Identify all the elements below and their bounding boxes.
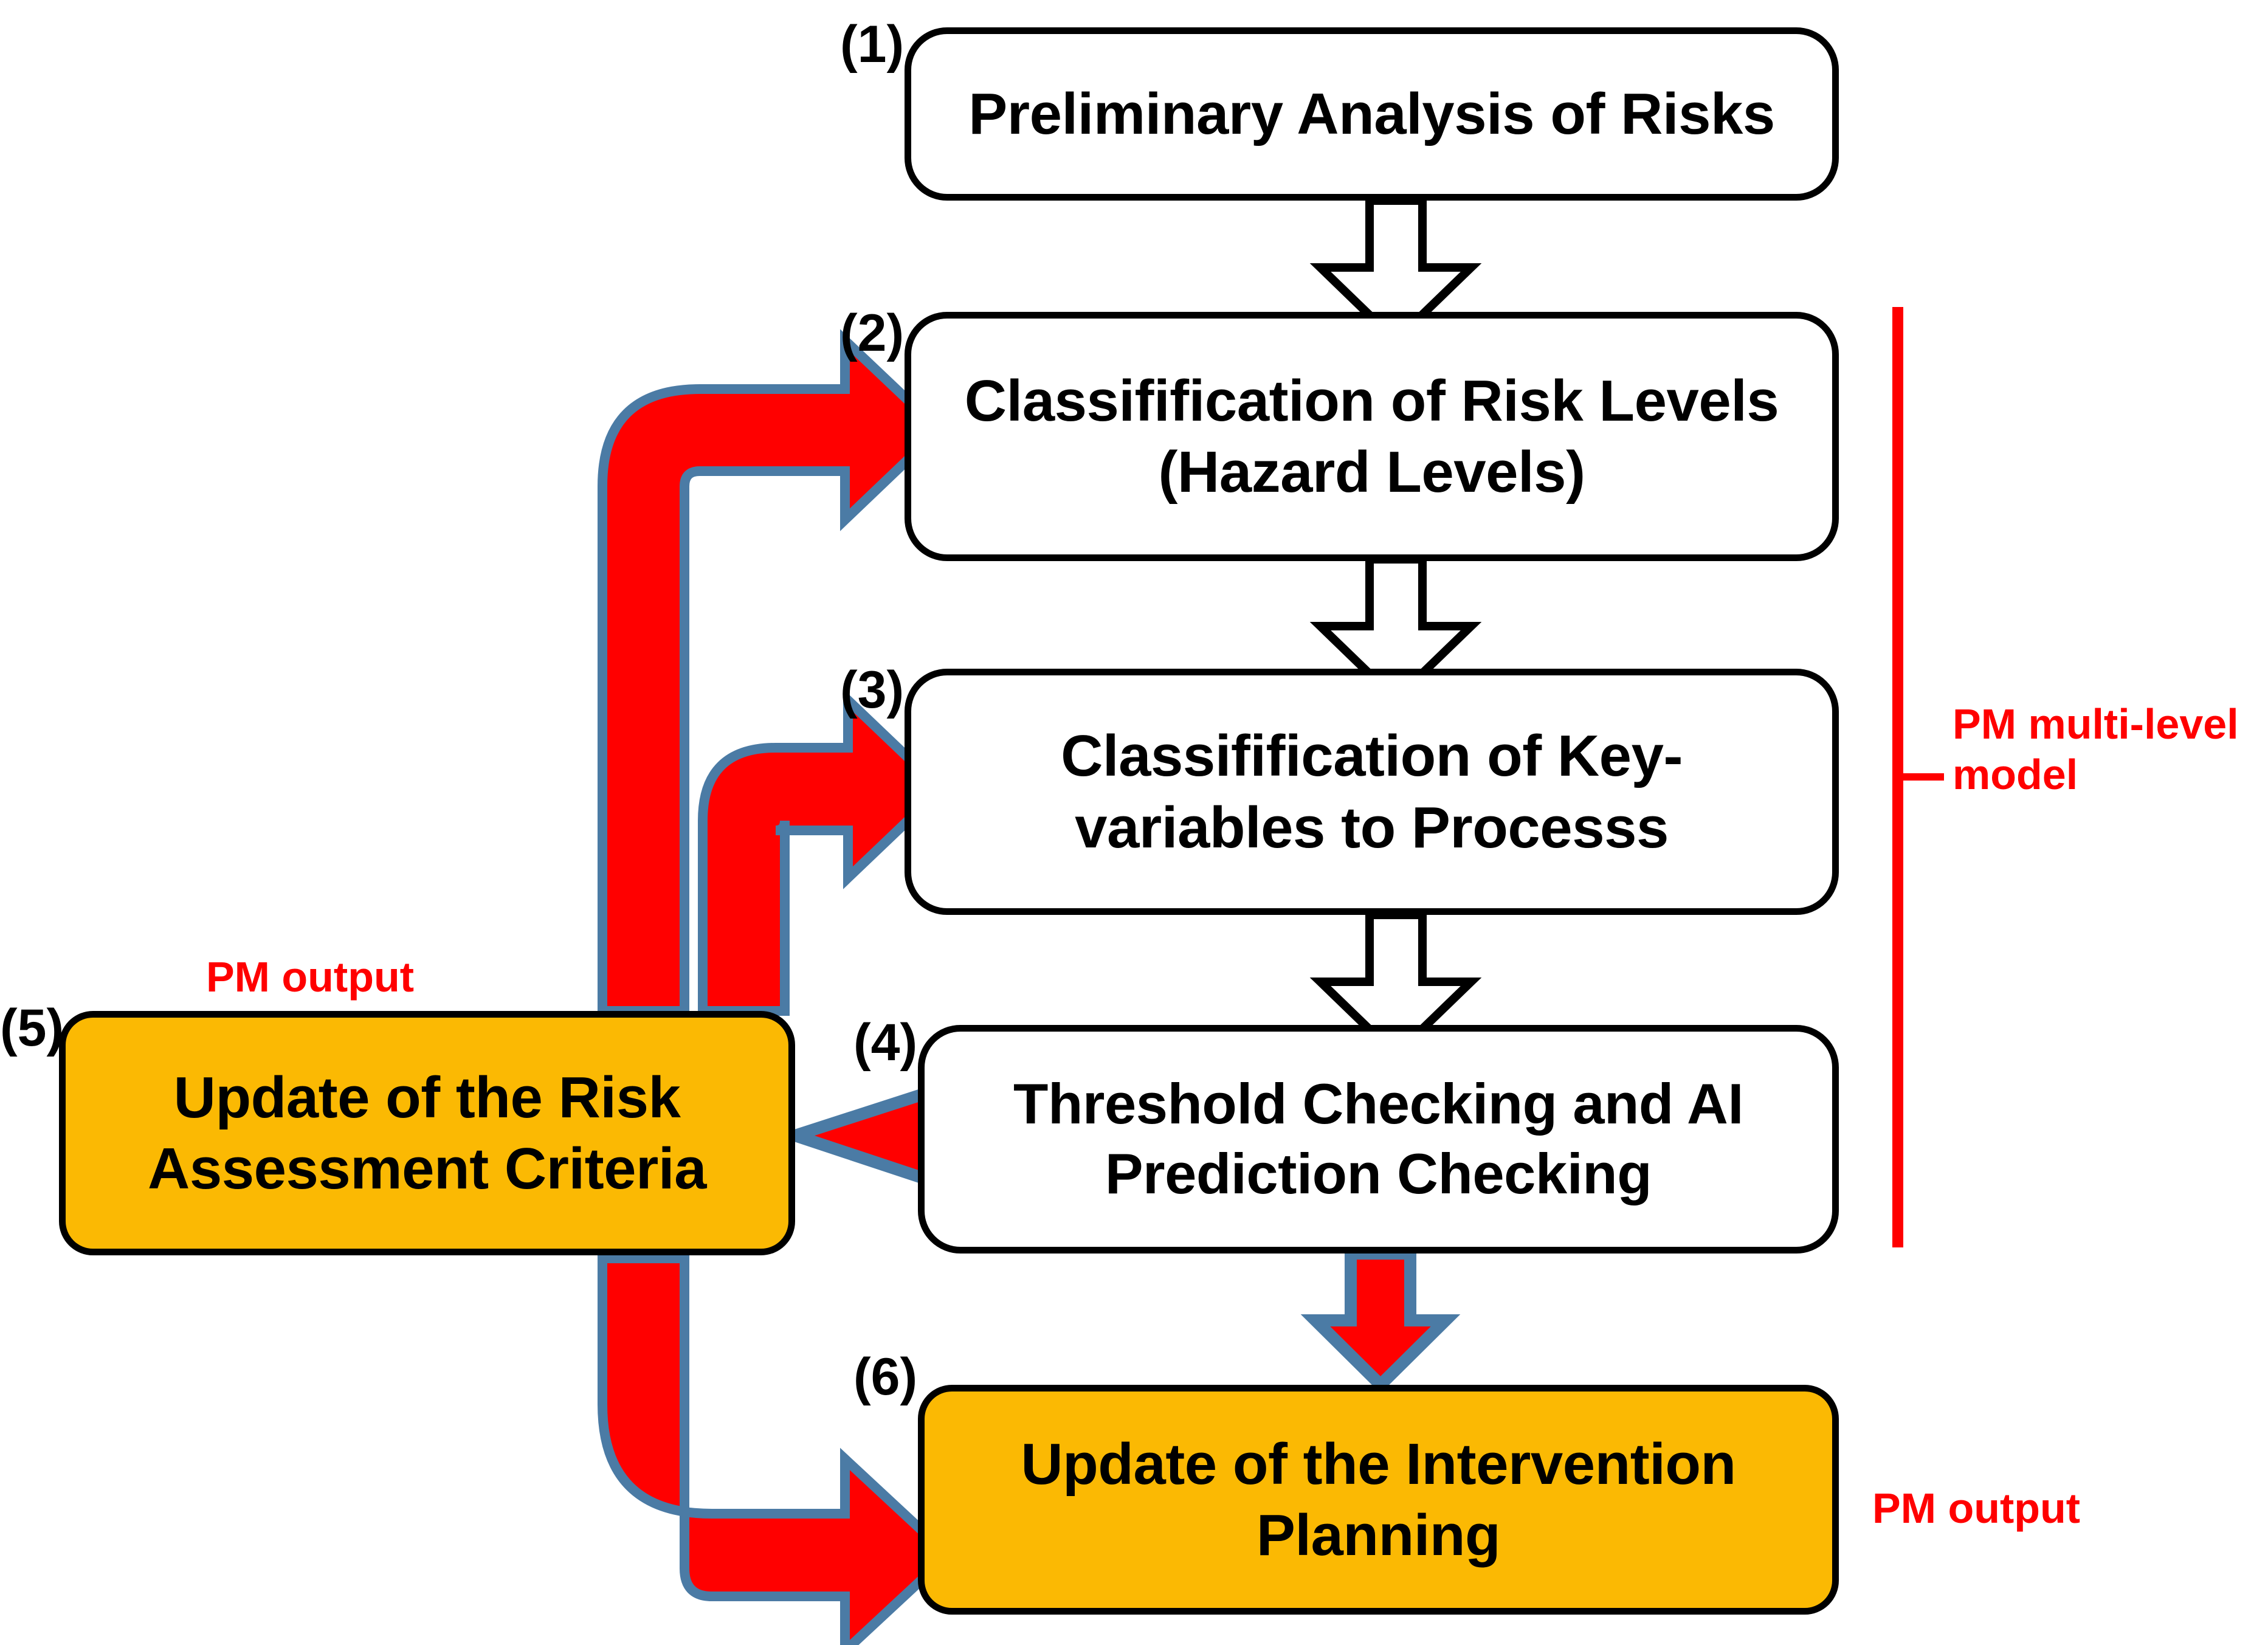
arrow-2-to-3 (1309, 555, 1482, 705)
node-number-3: (3) (840, 661, 905, 719)
node-classification-of-key-variables[interactable]: Classifification of Key- variables to Pr… (905, 669, 1839, 915)
node-number-2: (2) (840, 304, 905, 362)
annotation-pm-output-top: PM output (205, 953, 415, 1001)
node-3-label: Classifification of Key- variables to Pr… (1061, 723, 1683, 860)
node-number-1: (1) (840, 15, 905, 74)
node-number-6: (6) (853, 1348, 918, 1406)
annotation-pm-output-bottom: PM output (1872, 1485, 2081, 1532)
node-classification-of-risk-levels[interactable]: Classifification of Risk Levels (Hazard … (905, 312, 1839, 561)
annotation-pm-multi-level-model: PM multi-level model (1953, 700, 2239, 798)
arrow-5-to-3 (698, 689, 948, 1016)
node-6-label: Update of the Intervention Planning (1021, 1431, 1736, 1568)
node-4-label: Threshold Checking and AI Prediction Che… (1013, 1072, 1743, 1205)
node-threshold-and-ai-prediction-checking[interactable]: Threshold Checking and AI Prediction Che… (918, 1025, 1839, 1254)
arrow-5-to-2 (598, 329, 946, 1016)
node-preliminary-analysis-of-risks[interactable]: Preliminary Analysis of Risks (905, 27, 1839, 201)
node-update-intervention-planning[interactable]: Update of the Intervention Planning (918, 1385, 1839, 1615)
node-number-5: (5) (0, 999, 64, 1057)
node-1-label: Preliminary Analysis of Risks (968, 81, 1775, 147)
arrow-3-to-4 (1309, 911, 1482, 1061)
node-5-label: Update of the Risk Assessment Criteria (148, 1064, 706, 1201)
node-update-risk-assessment-criteria[interactable]: Update of the Risk Assessment Criteria (59, 1011, 795, 1255)
arrow-4-to-6 (1300, 1247, 1461, 1394)
arrow-5-to-6 (598, 1254, 956, 1645)
node-number-4: (4) (853, 1013, 918, 1072)
node-2-label: Classifification of Risk Levels (Hazard … (964, 368, 1779, 505)
arrow-1-to-2 (1309, 196, 1482, 347)
pm-model-bracket (1892, 307, 1944, 1247)
